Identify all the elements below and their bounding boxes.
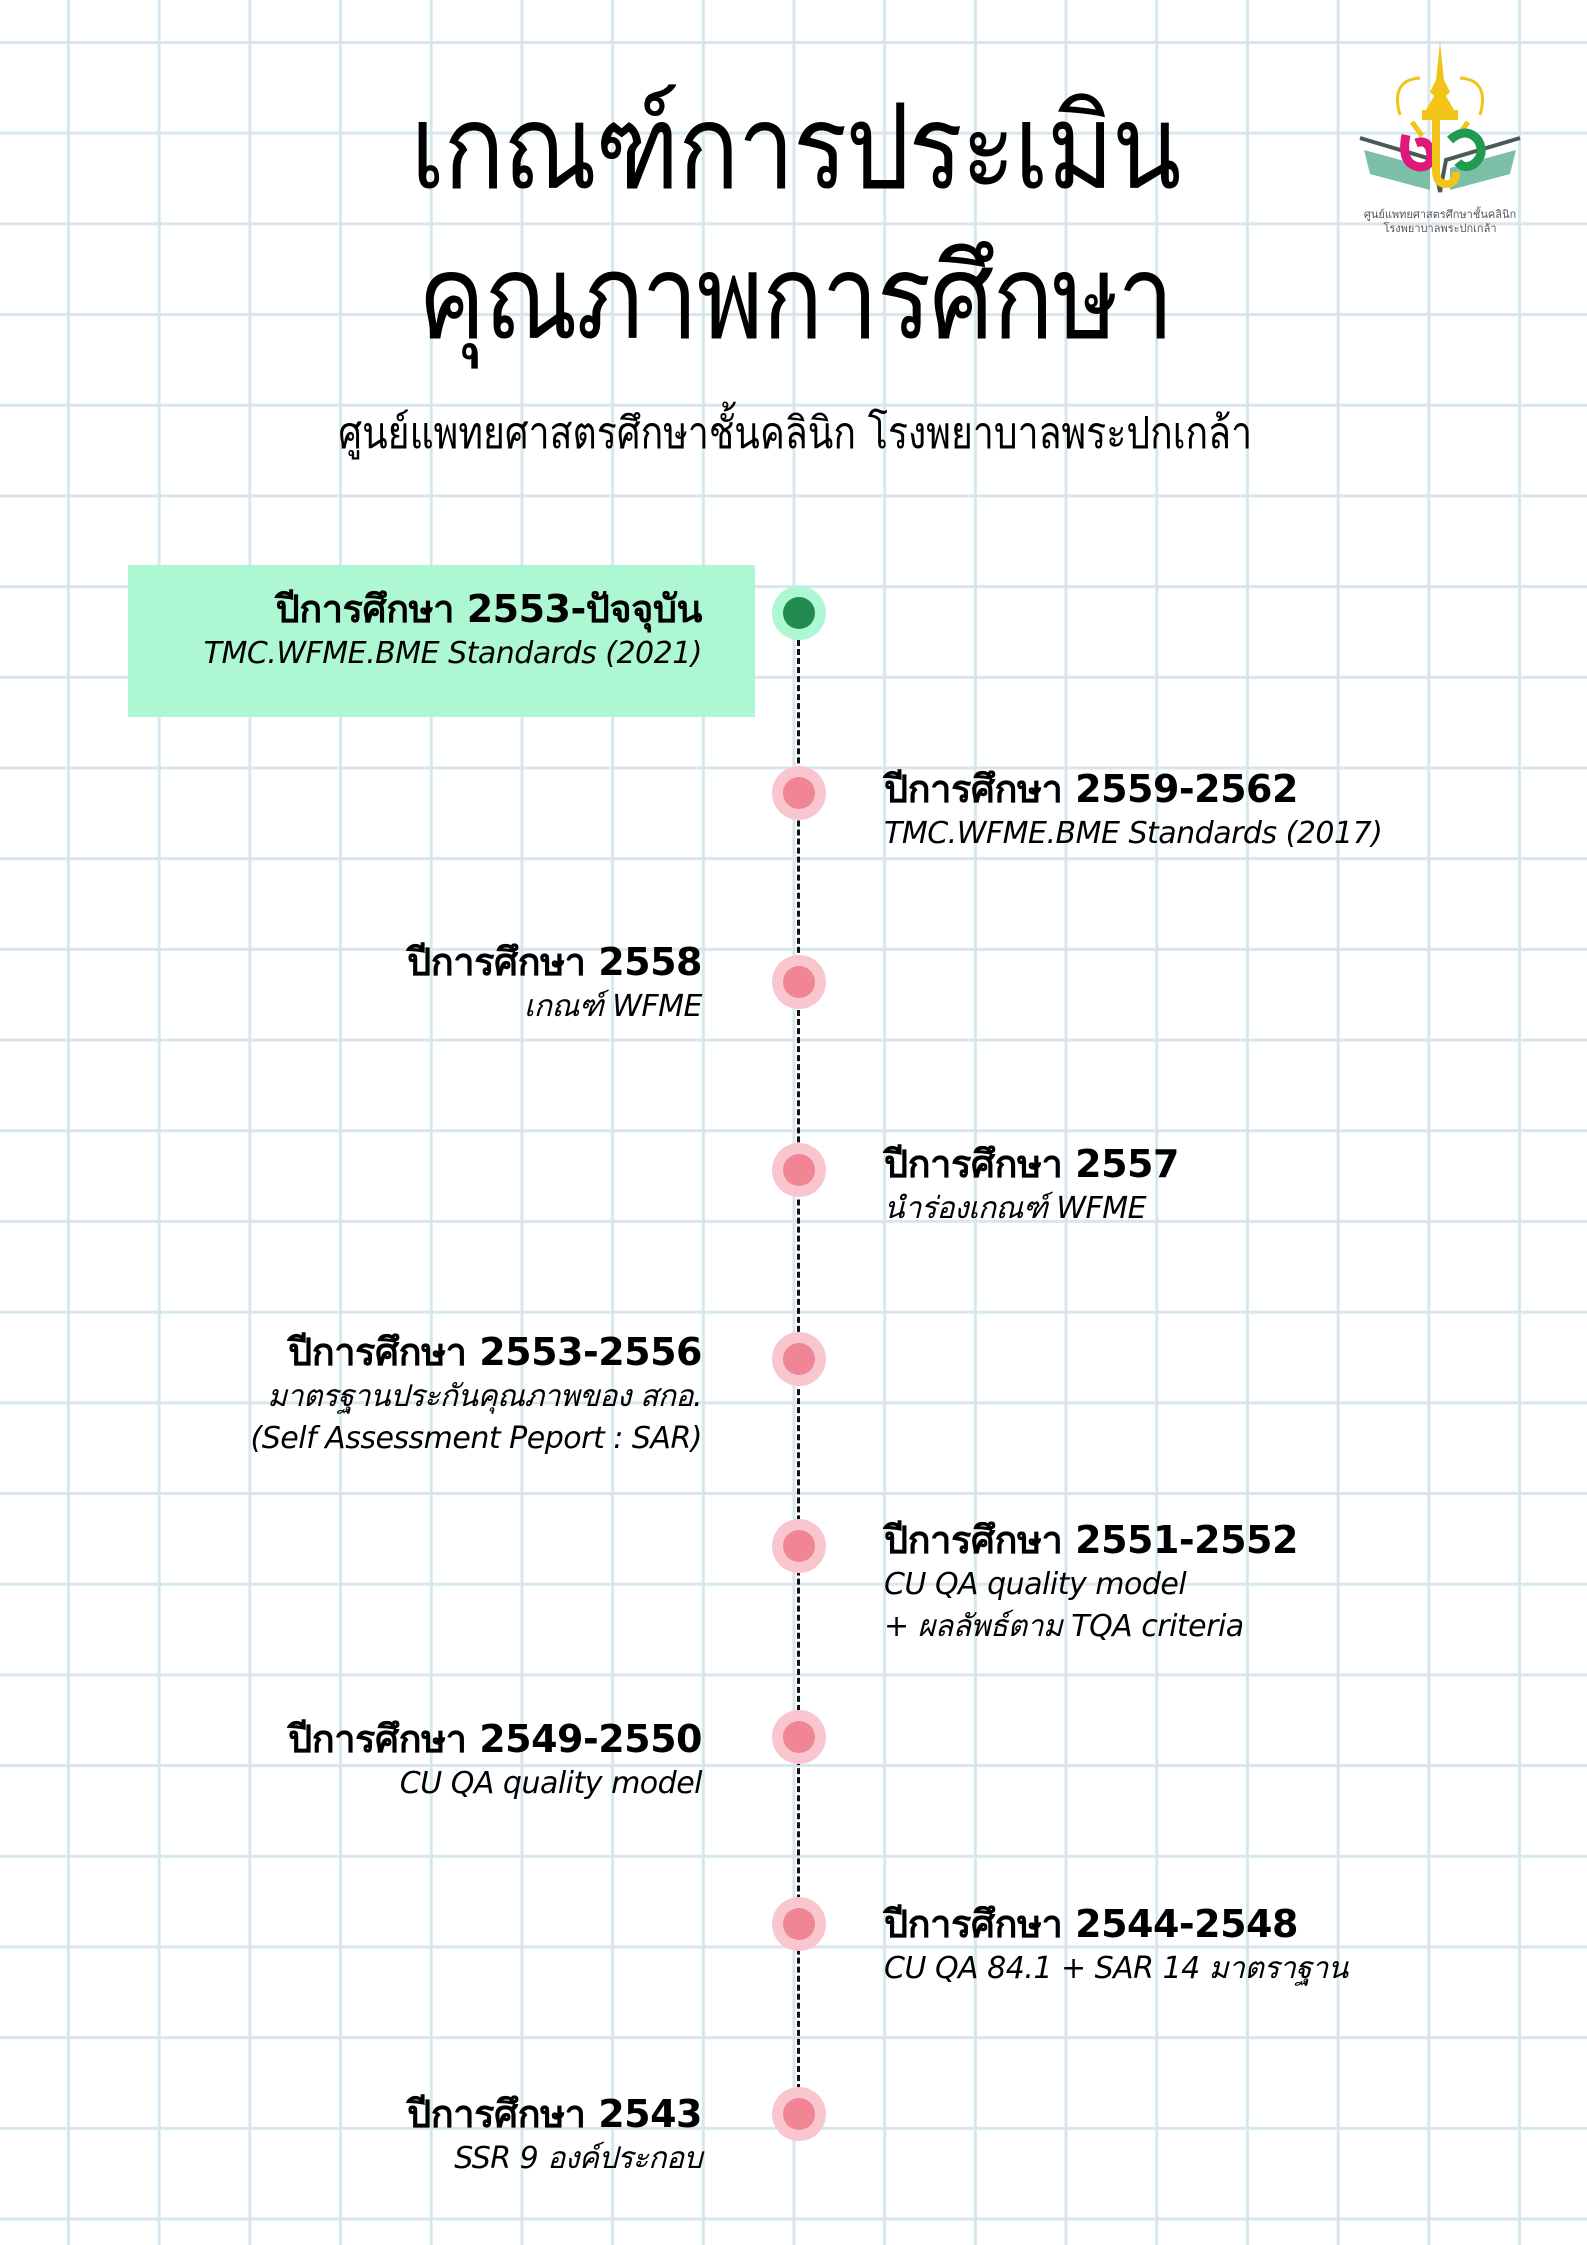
- current-period-highlight: [128, 565, 755, 717]
- entry-description: เกณฑ์ WFME: [524, 988, 702, 1024]
- entry-description: CU QA quality model: [399, 1765, 703, 1801]
- entry-year: ปีการศึกษา 2557: [884, 1142, 1179, 1186]
- logo-emblem-icon: [1359, 42, 1521, 193]
- timeline-entry: ปีการศึกษา 2559-2562 TMC.WFME.BME Standa…: [884, 767, 1383, 855]
- timeline-entry: ปีการศึกษา 2549-2550 CU QA quality model: [288, 1717, 702, 1805]
- entry-year: ปีการศึกษา 2553-2556: [288, 1330, 702, 1374]
- timeline-marker: [772, 1332, 826, 1386]
- page-subtitle: ศูนย์แพทยศาสตรศึกษาชั้นคลินิก โรงพยาบาลพ…: [338, 408, 1253, 459]
- entry-year: ปีการศึกษา 2553-ปัจจุบัน: [275, 587, 703, 631]
- institution-logo: ศูนย์แพทยศาสตรศึกษาชั้นคลินิก โรงพยาบาลพ…: [1350, 40, 1530, 240]
- timeline-entry: ปีการศึกษา 2557 นำร่องเกณฑ์ WFME: [884, 1142, 1179, 1230]
- timeline-marker: [772, 1897, 826, 1951]
- logo-caption-line-1: ศูนย์แพทยศาสตรศึกษาชั้นคลินิก: [1363, 208, 1517, 221]
- entry-year: ปีการศึกษา 2551-2552: [884, 1518, 1298, 1562]
- entry-description: CU QA 84.1 + SAR 14 มาตราฐาน: [884, 1950, 1348, 1986]
- entry-year: ปีการศึกษา 2558: [407, 940, 702, 984]
- entry-description: มาตรฐานประกันคุณภาพของ สกอ. (Self Assess…: [250, 1378, 703, 1456]
- entry-description: TMC.WFME.BME Standards (2017): [884, 815, 1383, 851]
- logo-caption-line-2: โรงพยาบาลพระปกเกล้า: [1383, 222, 1497, 235]
- timeline-entry: ปีการศึกษา 2551-2552 CU QA quality model…: [884, 1518, 1298, 1648]
- timeline-marker: [772, 1710, 826, 1764]
- timeline-marker: [772, 1143, 826, 1197]
- entry-description: CU QA quality model + ผลลัพธ์ตาม TQA cri…: [884, 1566, 1244, 1644]
- entry-description: นำร่องเกณฑ์ WFME: [884, 1190, 1147, 1226]
- timeline-marker: [772, 766, 826, 820]
- timeline-marker: [772, 955, 826, 1009]
- timeline-entry: ปีการศึกษา 2544-2548 CU QA 84.1 + SAR 14…: [884, 1902, 1348, 1990]
- entry-description: SSR 9 องค์ประกอบ: [454, 2140, 702, 2176]
- page-title-line-1: เกณฑ์การประเมิน: [410, 78, 1181, 216]
- entry-description: TMC.WFME.BME Standards (2021): [203, 635, 703, 671]
- entry-year: ปีการศึกษา 2543: [407, 2092, 702, 2136]
- timeline-marker: [772, 2087, 826, 2141]
- entry-year: ปีการศึกษา 2549-2550: [288, 1717, 702, 1761]
- timeline-entry: ปีการศึกษา 2553-2556 มาตรฐานประกันคุณภาพ…: [250, 1330, 703, 1460]
- timeline-marker: [772, 1519, 826, 1573]
- entry-year: ปีการศึกษา 2544-2548: [884, 1902, 1298, 1946]
- page-title-line-2: คุณภาพการศึกษา: [417, 228, 1175, 366]
- timeline-entry-current: ปีการศึกษา 2553-ปัจจุบัน TMC.WFME.BME St…: [203, 587, 703, 675]
- timeline-entry: ปีการศึกษา 2543 SSR 9 องค์ประกอบ: [407, 2092, 702, 2180]
- entry-year: ปีการศึกษา 2559-2562: [884, 767, 1298, 811]
- timeline-marker-current: [772, 586, 826, 640]
- timeline-entry: ปีการศึกษา 2558 เกณฑ์ WFME: [407, 940, 702, 1028]
